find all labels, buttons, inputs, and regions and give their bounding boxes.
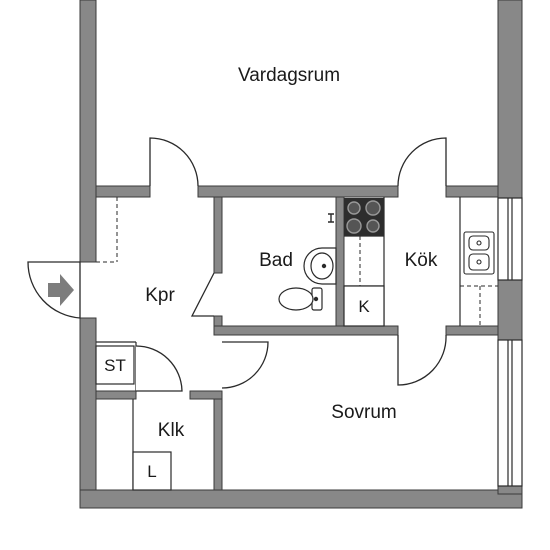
room-label-vardagsrum: Vardagsrum <box>238 65 340 86</box>
room-label-bad: Bad <box>259 250 293 271</box>
wall-living-left <box>95 185 151 198</box>
wall-bottom <box>79 489 523 509</box>
storage-st-box <box>95 345 135 385</box>
bedroom-window <box>497 339 523 487</box>
interior-walls <box>95 185 499 491</box>
stove-icon <box>344 198 384 236</box>
fridge-box <box>343 285 385 327</box>
wall-left-lower <box>79 317 97 509</box>
dashed-lines <box>96 197 498 326</box>
room-label-kok: Kök <box>405 250 438 271</box>
room-label-klk: Klk <box>158 420 185 441</box>
wall-bath-right <box>335 196 345 329</box>
wall-bath-bottom <box>213 325 399 336</box>
wall-bedroom-left <box>213 390 223 491</box>
storage-boxes <box>95 285 385 491</box>
linen-box <box>132 451 172 491</box>
windows <box>497 197 523 487</box>
wall-right-mid <box>497 279 523 341</box>
door-kitchen <box>397 137 447 187</box>
storage-label-st: ST <box>104 356 126 375</box>
wall-closet-top-left <box>95 390 137 400</box>
wall-right-top <box>497 0 523 199</box>
wall-closet-top <box>189 390 223 400</box>
toilet-icon <box>278 287 323 311</box>
room-label-sovrum: Sovrum <box>331 402 396 423</box>
doors <box>135 137 447 392</box>
door-bedroom <box>221 341 269 389</box>
fridge-label-k: K <box>358 297 370 316</box>
wall-living-mid <box>197 185 399 198</box>
door-living <box>149 137 199 187</box>
door-bath <box>190 272 215 317</box>
sink-icon <box>463 231 495 275</box>
wall-kitchen-bottom <box>445 325 499 336</box>
wall-bath-left-top <box>213 196 223 274</box>
door-closet <box>135 345 183 392</box>
entry-door <box>27 261 81 319</box>
door-kitchen-bottom <box>397 334 447 386</box>
linen-label-l: L <box>147 462 156 481</box>
room-label-kpr: Kpr <box>145 285 175 306</box>
wall-right-bottom <box>497 485 523 495</box>
washbasin-icon <box>303 213 337 285</box>
wall-living-right <box>445 185 499 198</box>
wall-left-upper <box>79 0 97 263</box>
kitchen-window <box>497 197 523 281</box>
entry-arrow-icon <box>48 274 74 306</box>
